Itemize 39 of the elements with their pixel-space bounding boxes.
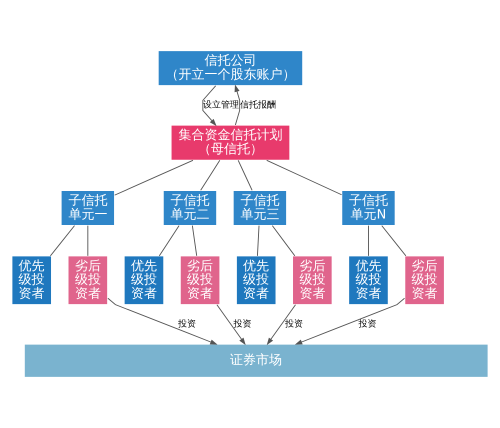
connector — [368, 225, 369, 256]
node-box: 信托公司 （开立一个股东账户） — [158, 50, 304, 86]
arrow — [294, 298, 405, 345]
node-box: 子信托单元三 — [232, 190, 288, 226]
node-box: 子信托单元N — [341, 190, 396, 226]
arrow — [107, 298, 218, 345]
connector — [266, 160, 342, 196]
node-box: 优先级投资者 — [236, 255, 276, 306]
edge-label: 设立管理 — [203, 100, 240, 111]
connector — [50, 225, 75, 256]
edge-label: 投资 — [233, 318, 252, 330]
node-box: 子信托单元二 — [162, 190, 218, 226]
node-box: 劣后级投资者 — [292, 255, 333, 306]
node-box: 优先级投资者 — [124, 255, 164, 306]
connector — [192, 225, 198, 256]
connector — [114, 160, 194, 196]
edge-label: 信托报酬 — [240, 100, 276, 111]
edge-label: 投资 — [178, 318, 196, 330]
node-box: 优先级投资者 — [348, 255, 389, 306]
node-box: 劣后级投资者 — [404, 255, 445, 306]
node-box: 劣后级投资者 — [180, 255, 220, 306]
arrow — [234, 84, 240, 126]
node-box: 集合资金信托计划 （母信托） — [170, 124, 290, 161]
connector — [238, 160, 253, 191]
node-box: 证券市场 — [24, 344, 489, 378]
connector — [381, 225, 406, 256]
connector — [200, 160, 220, 191]
connector — [256, 225, 260, 256]
edge-label: 投资 — [358, 318, 377, 330]
connector — [87, 225, 88, 256]
connector — [272, 225, 296, 256]
node-box: 劣后级投资者 — [68, 255, 108, 306]
connector — [158, 225, 180, 256]
edge-label: 投资 — [284, 318, 303, 330]
arrow — [202, 85, 217, 126]
arrow — [266, 304, 296, 346]
arrow — [216, 304, 246, 346]
node-box: 优先级投资者 — [11, 255, 52, 306]
node-box: 子信托单元一 — [60, 190, 115, 226]
